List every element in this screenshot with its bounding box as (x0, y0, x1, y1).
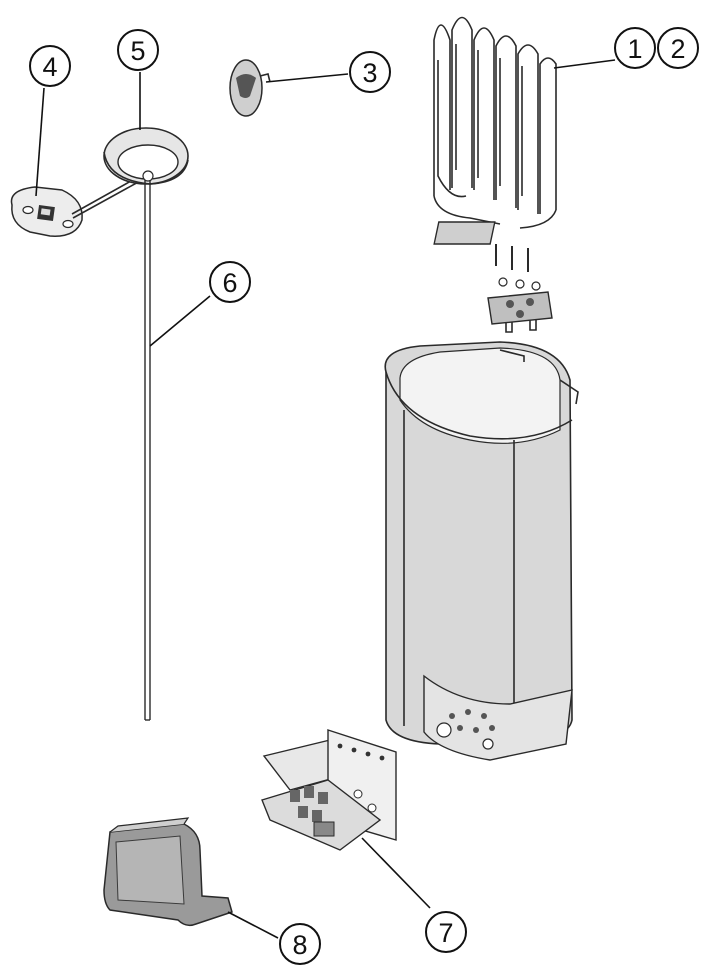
callout-4: 4 (29, 45, 71, 87)
callout-4-label: 4 (42, 52, 57, 82)
control-cable-edge (72, 179, 143, 219)
callout-7: 7 (425, 911, 467, 953)
part-sensor-rod (144, 180, 151, 721)
callout-1-label: 1 (627, 34, 642, 64)
part-control-panel (10, 186, 83, 237)
part-front-cover (103, 817, 233, 927)
callout-8: 8 (279, 923, 321, 965)
callout-1: 1 (614, 27, 656, 69)
callout-2: 2 (657, 27, 699, 69)
callout-7-label: 7 (438, 918, 453, 948)
part-heater-body (384, 341, 579, 761)
callout-5: 5 (117, 29, 159, 71)
callout-3-label: 3 (362, 58, 377, 88)
callout-5-label: 5 (130, 36, 145, 66)
leader-3 (265, 73, 349, 83)
leader-lines (35, 59, 616, 939)
leader-7 (361, 837, 431, 909)
part-knob-cover (229, 59, 271, 117)
leader-8 (227, 911, 279, 939)
part-heating-elements (433, 16, 557, 272)
part-electrical-box (261, 729, 397, 851)
callout-6: 6 (209, 261, 251, 303)
leader-1 (553, 59, 616, 69)
callout-8-label: 8 (292, 930, 307, 960)
part-mounting-plate (487, 277, 553, 333)
callout-2-label: 2 (670, 34, 685, 64)
leader-6 (149, 295, 211, 347)
callout-6-label: 6 (222, 268, 237, 298)
part-ring-housing (103, 127, 189, 185)
leader-4 (35, 87, 45, 197)
callout-3: 3 (349, 51, 391, 93)
